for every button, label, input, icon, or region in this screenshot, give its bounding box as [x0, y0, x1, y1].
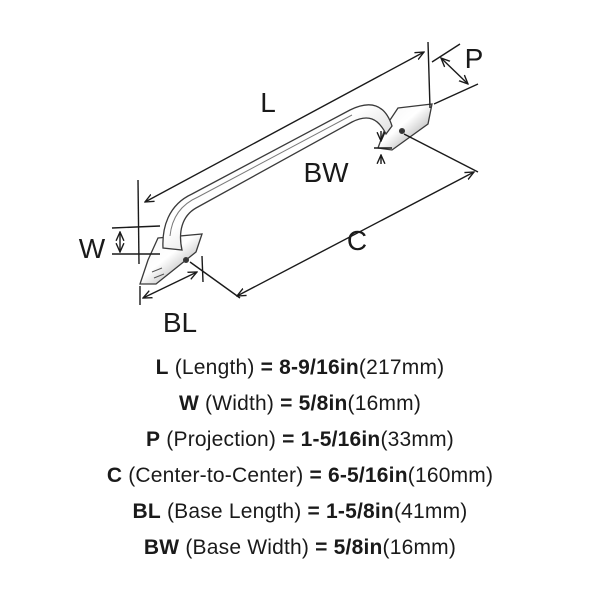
spec-imperial: 1-5/16in: [300, 428, 381, 451]
spec-imperial: 6-5/16in: [327, 464, 408, 487]
cabinet-pull-handle: [139, 103, 433, 285]
spec-abbr: BW: [143, 536, 180, 559]
dim-line-C: [237, 172, 474, 296]
spec-width: W (Width) = 5/8in(16mm): [178, 392, 422, 415]
spec-metric: (217mm): [358, 356, 445, 379]
spec-imperial: 1-5/8in: [326, 500, 394, 523]
spec-imperial: 5/8in: [333, 536, 383, 559]
spec-imperial: 5/8in: [298, 392, 348, 415]
label-L: L: [260, 87, 276, 118]
spec-list: L (Length) = 8-9/16in(217mm) W (Width) =…: [0, 350, 600, 566]
left-screw-hole: [182, 256, 190, 264]
spec-metric: (16mm): [347, 392, 422, 415]
label-W: W: [79, 233, 106, 264]
right-screw-hole: [398, 127, 406, 135]
dimension-diagram: L P BW W C BL: [79, 41, 484, 338]
label-C: C: [347, 225, 367, 256]
dim-line-L: [145, 52, 424, 202]
spec-base-length: BL (Base Length) = 1-5/8in(41mm): [132, 500, 468, 523]
dim-line-P: [441, 58, 468, 84]
spec-abbr: BL: [132, 500, 161, 523]
spec-metric: (41mm): [393, 500, 468, 523]
spec-abbr: L: [155, 356, 169, 379]
dim-line-BL: [143, 272, 197, 298]
spec-projection: P (Projection) = 1-5/16in(33mm): [146, 428, 454, 451]
spec-imperial: 8-9/16in: [279, 356, 359, 379]
spec-abbr: W: [178, 392, 199, 415]
spec-name: (Base Length): [166, 500, 302, 523]
spec-name: (Base Width): [185, 536, 310, 559]
spec-abbr: P: [146, 428, 161, 451]
label-BW: BW: [303, 157, 349, 188]
spec-metric: (160mm): [407, 464, 494, 487]
spec-metric: (33mm): [380, 428, 454, 451]
label-BL: BL: [163, 307, 197, 338]
spec-name: (Center-to-Center): [128, 464, 304, 487]
spec-name: (Projection): [166, 428, 277, 451]
dimension-lines: [111, 41, 479, 305]
spec-center-to-center: C (Center-to-Center) = 6-5/16in(160mm): [106, 464, 494, 487]
spec-base-width: BW (Base Width) = 5/8in(16mm): [143, 536, 457, 559]
spec-name: (Length): [174, 356, 255, 379]
spec-name: (Width): [205, 392, 275, 415]
spec-metric: (16mm): [382, 536, 457, 559]
label-P: P: [465, 43, 484, 74]
spec-length: L (Length) = 8-9/16in(217mm): [155, 356, 445, 379]
spec-abbr: C: [106, 464, 123, 487]
